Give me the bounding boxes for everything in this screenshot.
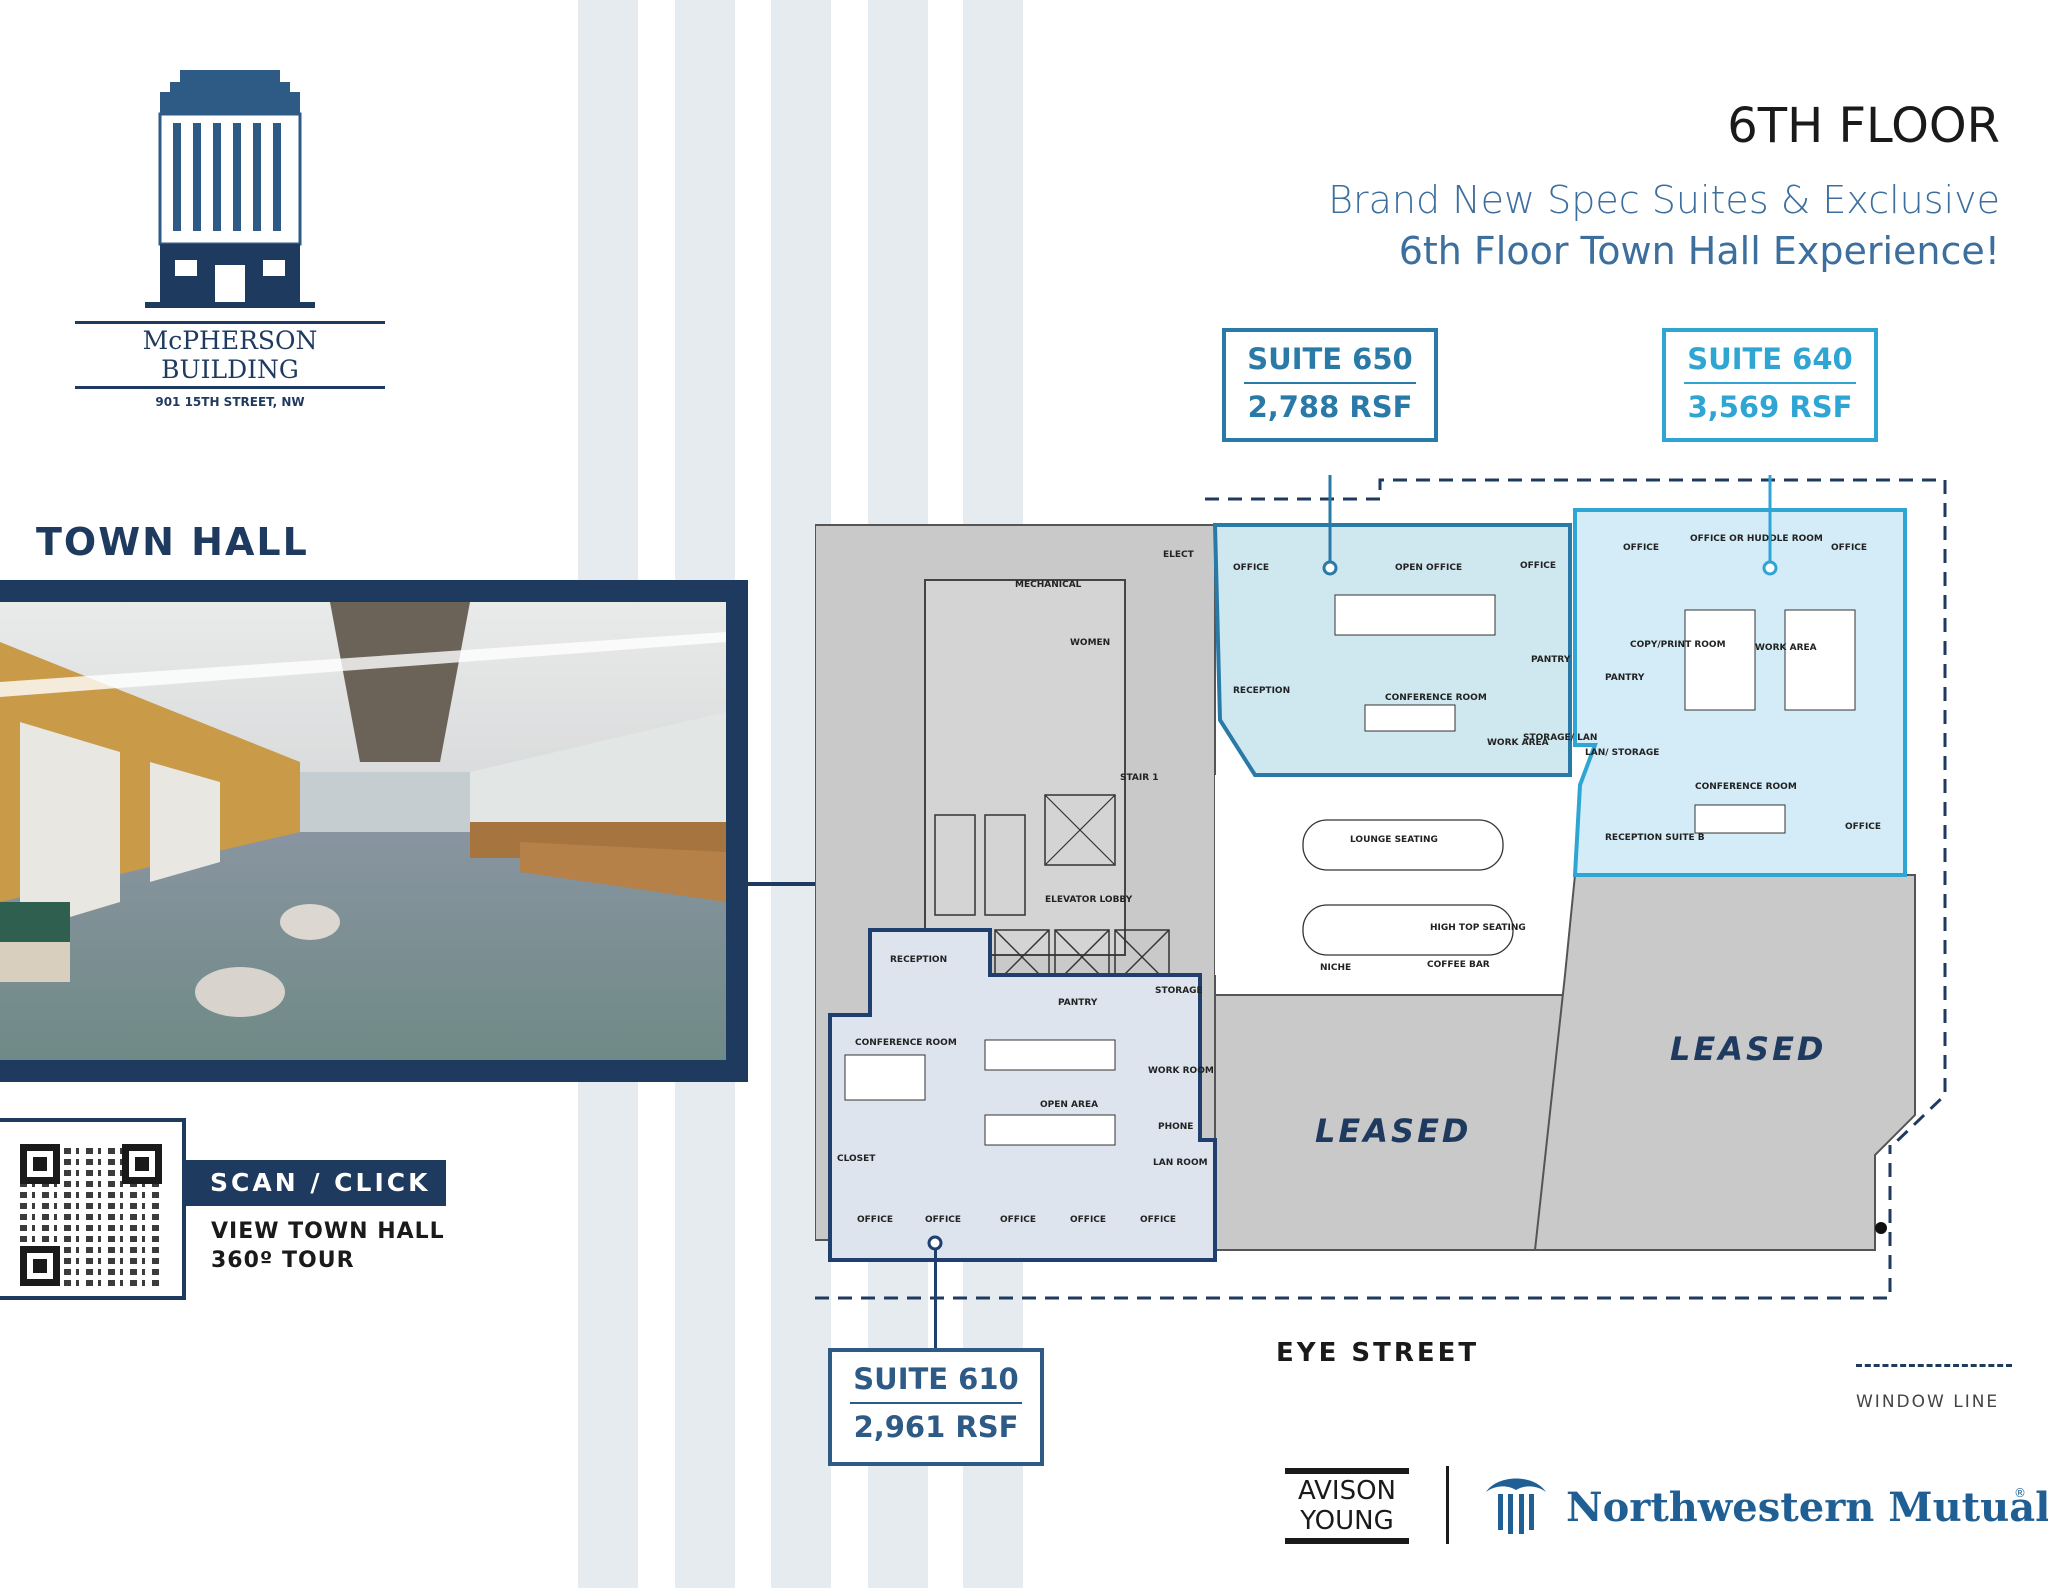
building-icon xyxy=(145,70,315,308)
room-label-reception: RECEPTION xyxy=(1233,686,1290,696)
building-logo: McPHERSON BUILDING 901 15TH STREET, NW xyxy=(75,65,385,409)
room-label-office: OFFICE xyxy=(857,1215,893,1225)
avison-young-line-1: AVISON xyxy=(1298,1476,1396,1506)
room-label-work-area: WORK AREA xyxy=(1755,643,1817,653)
street-label: EYE STREET xyxy=(1276,1338,1480,1368)
room-label-conference: CONFERENCE ROOM xyxy=(1385,693,1487,703)
window-line-legend-sample xyxy=(1856,1364,2012,1367)
suite-650-area[interactable] xyxy=(1212,523,1572,777)
window-line-legend-label: WINDOW LINE xyxy=(1856,1392,2000,1412)
room-label-office: OFFICE xyxy=(1233,563,1269,573)
room-label-conference: CONFERENCE ROOM xyxy=(855,1038,957,1048)
suite-610-name: SUITE 610 xyxy=(853,1362,1019,1396)
northwestern-mutual-wordmark: Northwestern Mutual xyxy=(1566,1484,2048,1531)
room-label-elect: ELECT xyxy=(1163,550,1195,560)
window-line-outline xyxy=(1205,478,1947,1145)
elevator-lobby-area xyxy=(1215,775,1595,975)
suite-650-label-box[interactable]: SUITE 650 2,788 RSF xyxy=(1222,328,1438,442)
suite-610-area[interactable] xyxy=(828,928,1217,1262)
room-label-office: OFFICE xyxy=(1623,543,1659,553)
room-label-storage: STORAGE xyxy=(1155,986,1203,996)
leased-label-2: LEASED xyxy=(1670,1030,1826,1068)
room-label-copy-print: COPY/PRINT ROOM xyxy=(1630,640,1726,650)
room-label-reception: RECEPTION xyxy=(890,955,947,965)
room-label-high-top: HIGH TOP SEATING xyxy=(1430,923,1526,933)
suite-650-area-value: 2,788 RSF xyxy=(1247,390,1413,424)
room-label-work-area: WORK AREA xyxy=(1487,738,1549,748)
room-label-office: OFFICE xyxy=(1845,822,1881,832)
leased-area-2 xyxy=(1533,874,1916,1251)
room-label-office: OFFICE xyxy=(1831,543,1867,553)
avison-young-line-2: YOUNG xyxy=(1300,1506,1394,1536)
town-hall-heading: TOWN HALL xyxy=(36,520,309,564)
room-label-office: OFFICE xyxy=(1000,1215,1036,1225)
scan-line-2: 360º TOUR xyxy=(211,1248,355,1273)
tagline-line-1: Brand New Spec Suites & Exclusive xyxy=(1328,178,2000,222)
building-address: 901 15TH STREET, NW xyxy=(155,395,305,409)
scan-click-label: SCAN / CLICK xyxy=(210,1168,431,1197)
eagle-emblem-icon xyxy=(1486,1478,1546,1534)
room-label-reception-b: RECEPTION SUITE B xyxy=(1605,833,1705,843)
room-label-phone: PHONE xyxy=(1158,1122,1193,1132)
room-label-pantry: PANTRY xyxy=(1605,673,1645,683)
suite-640-area-value: 3,569 RSF xyxy=(1687,390,1853,424)
room-label-lan-storage: LAN/ STORAGE xyxy=(1585,748,1659,758)
room-label-lan-room: LAN ROOM xyxy=(1153,1158,1208,1168)
qr-code-panel[interactable] xyxy=(0,1118,186,1300)
suite-650-name: SUITE 650 xyxy=(1247,342,1413,376)
room-label-office: OFFICE xyxy=(925,1215,961,1225)
room-label-elevator-lobby: ELEVATOR LOBBY xyxy=(1045,895,1133,905)
scan-line-1: VIEW TOWN HALL xyxy=(211,1219,445,1244)
room-label-niche: NICHE xyxy=(1320,963,1351,973)
suite-610-area-value: 2,961 RSF xyxy=(853,1410,1019,1444)
northwestern-mutual-logo: Northwestern Mutual ® xyxy=(1478,1472,2048,1542)
room-label-pantry: PANTRY xyxy=(1531,655,1571,665)
window-line-outline-bottom xyxy=(815,1145,1892,1300)
tagline-line-2: 6th Floor Town Hall Experience! xyxy=(1398,229,2000,273)
room-label-conference: CONFERENCE ROOM xyxy=(1695,782,1797,792)
room-label-storage-lan: STORAGE/ LAN xyxy=(1523,733,1597,743)
registered-mark: ® xyxy=(2014,1486,2026,1500)
room-label-office: OFFICE xyxy=(1070,1215,1106,1225)
building-name: McPHERSON BUILDING xyxy=(75,321,385,389)
room-label-office: OFFICE xyxy=(1140,1215,1176,1225)
scan-click-badge[interactable]: SCAN / CLICK xyxy=(186,1160,446,1206)
room-label-lounge: LOUNGE SEATING xyxy=(1350,835,1438,845)
logo-divider xyxy=(1446,1466,1449,1544)
room-label-work-room: WORK ROOM xyxy=(1148,1066,1214,1076)
town-hall-photo[interactable] xyxy=(0,580,748,1082)
leased-label-1: LEASED xyxy=(1315,1112,1471,1150)
room-label-pantry: PANTRY xyxy=(1058,998,1098,1008)
room-label-closet: CLOSET xyxy=(837,1154,876,1164)
floor-title: 6TH FLOOR xyxy=(1727,98,2000,154)
room-label-women: WOMEN xyxy=(1070,638,1110,648)
room-label-stair: STAIR 1 xyxy=(1120,773,1159,783)
suite-640-name: SUITE 640 xyxy=(1687,342,1853,376)
room-label-open-area: OPEN AREA xyxy=(1040,1100,1098,1110)
room-label-mechanical: MECHANICAL xyxy=(1015,580,1082,590)
suite-610-label-box[interactable]: SUITE 610 2,961 RSF xyxy=(828,1348,1044,1466)
room-label-office-huddle: OFFICE OR HUDDLE ROOM xyxy=(1690,534,1823,544)
room-label-office: OFFICE xyxy=(1520,561,1556,571)
room-label-coffee-bar: COFFEE BAR xyxy=(1427,960,1490,970)
town-hall-interior-image xyxy=(0,602,726,1060)
avison-young-logo: AVISON YOUNG xyxy=(1285,1468,1409,1544)
suite-640-label-box[interactable]: SUITE 640 3,569 RSF xyxy=(1662,328,1878,442)
suite-610-connector xyxy=(934,1248,937,1350)
room-label-open-office: OPEN OFFICE xyxy=(1395,563,1462,573)
floor-plan: MECHANICAL ELECT WOMEN STAIR 1 ELEVATOR … xyxy=(815,475,1947,1300)
